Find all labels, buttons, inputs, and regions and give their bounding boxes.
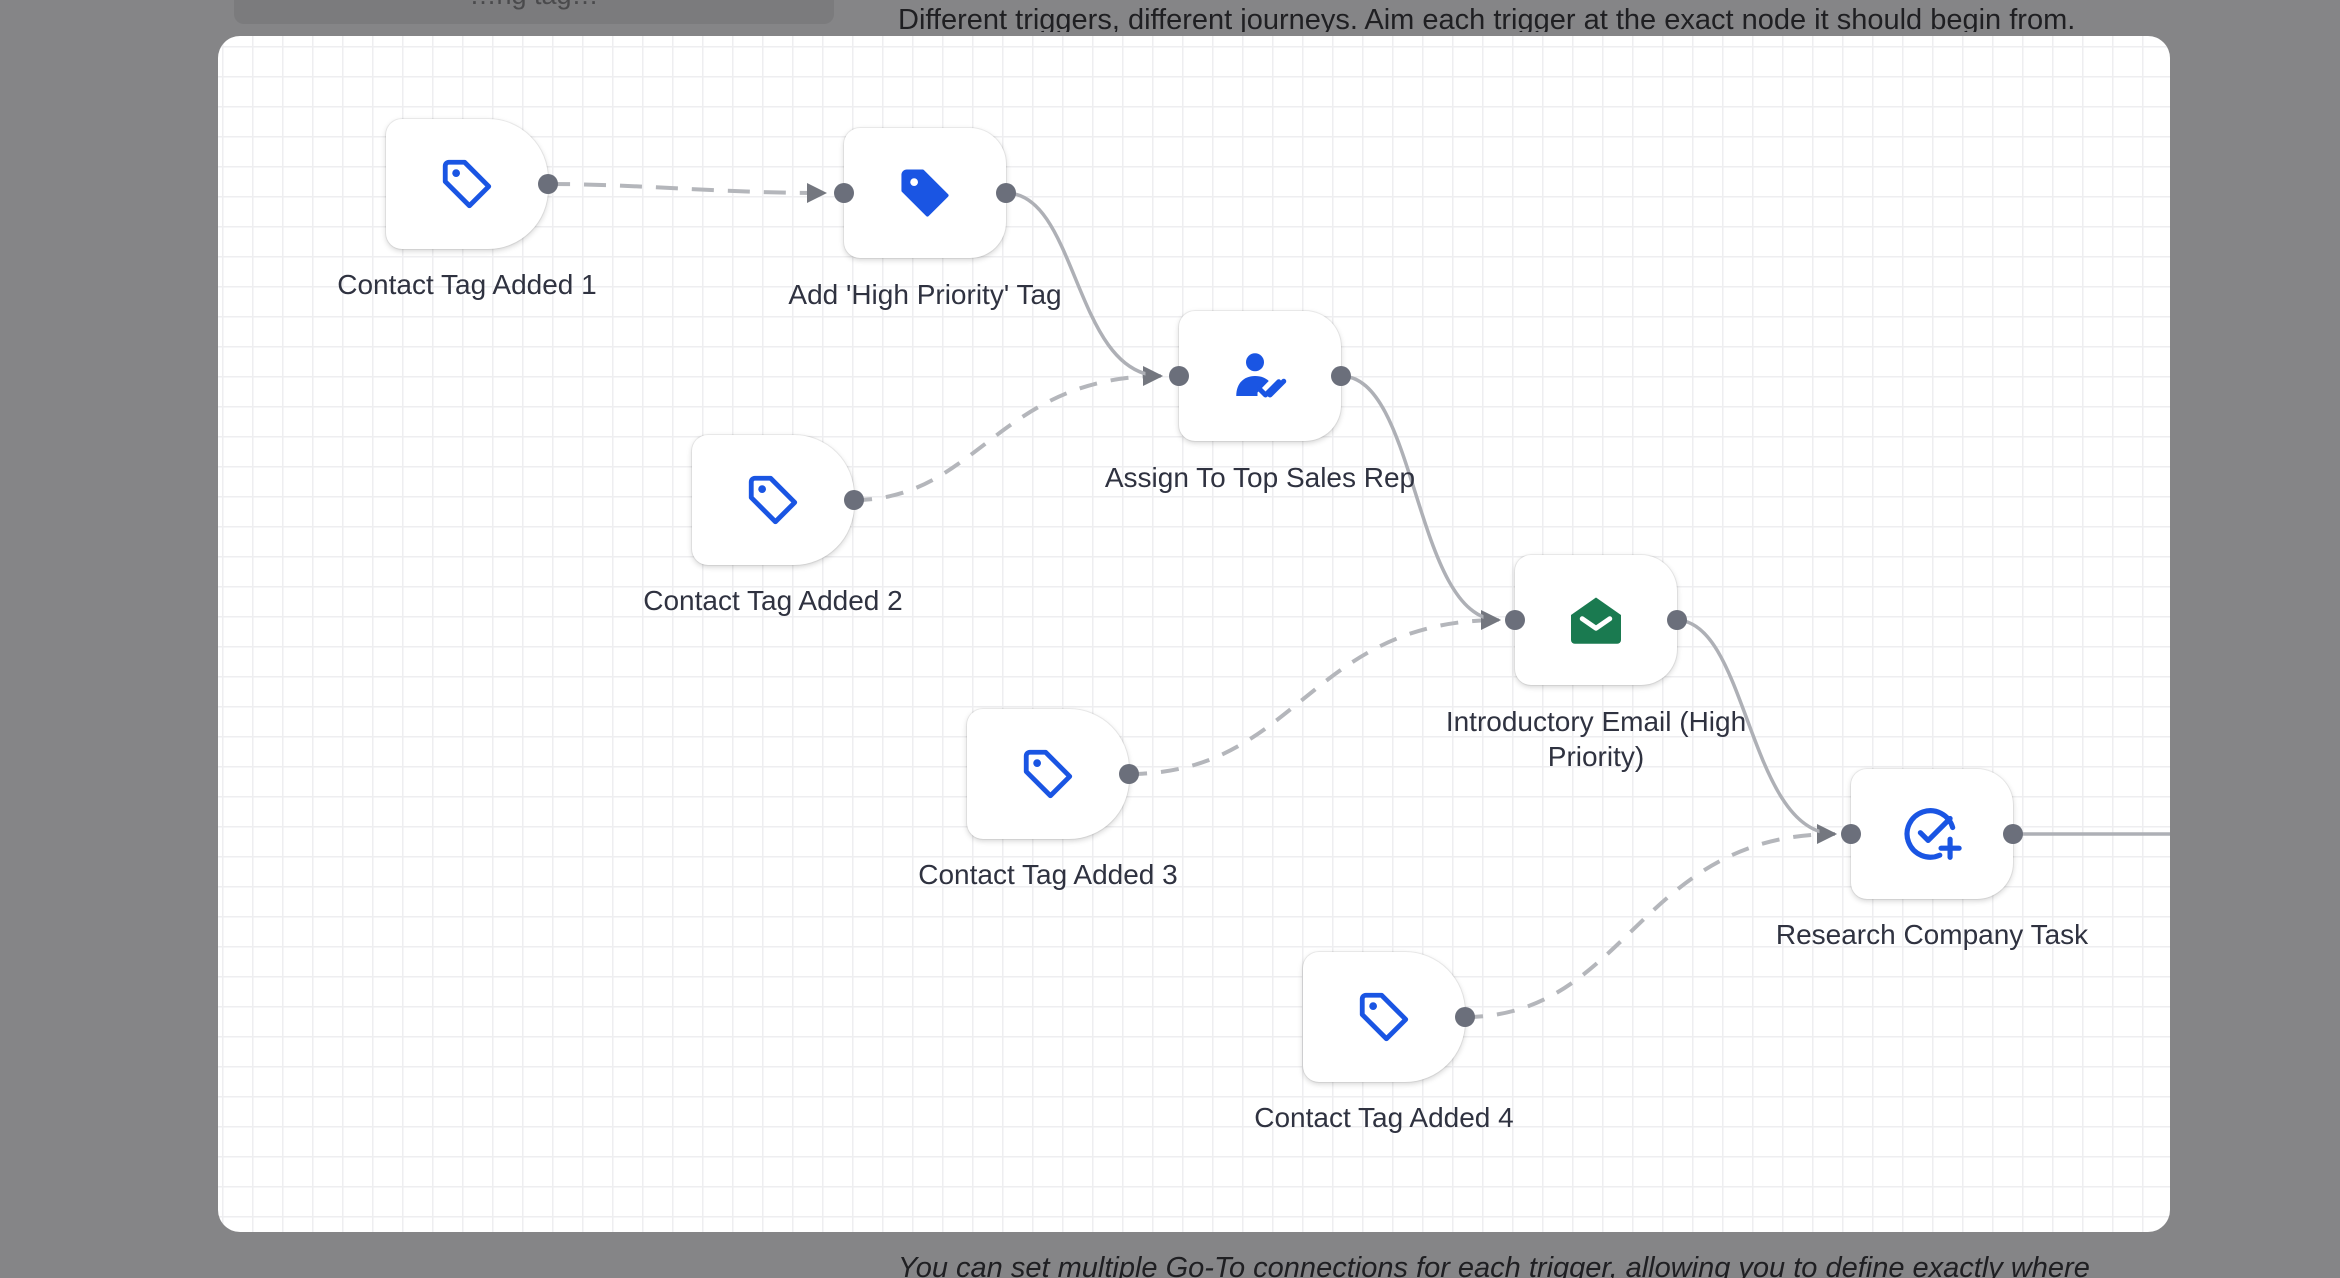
input-port[interactable]	[834, 183, 854, 203]
action-label-add-tag: Add 'High Priority' Tag	[788, 279, 1062, 310]
input-port[interactable]	[1169, 366, 1189, 386]
output-port[interactable]	[1331, 366, 1351, 386]
trigger-label-4: Contact Tag Added 4	[1254, 1102, 1514, 1133]
output-port[interactable]	[844, 490, 864, 510]
background-paragraph-bottom: You can set multiple Go-To connections f…	[898, 1254, 2198, 1278]
output-port[interactable]	[996, 183, 1016, 203]
action-label-task: Research Company Task	[1775, 919, 2089, 950]
trigger-label-1: Contact Tag Added 1	[337, 269, 597, 300]
action-label-email: Introductory Email (High Priority)	[1445, 706, 1747, 772]
trigger-node-1[interactable]	[386, 119, 558, 249]
output-port[interactable]	[1667, 610, 1687, 630]
tag-filled-icon	[894, 162, 956, 224]
tag-outline-icon	[436, 153, 498, 215]
action-node-add-tag[interactable]	[834, 128, 1016, 258]
output-port[interactable]	[1455, 1007, 1475, 1027]
input-port[interactable]	[1505, 610, 1525, 630]
link-trigger4-to-task	[1464, 824, 1837, 1019]
output-port[interactable]	[1119, 764, 1139, 784]
workflow-canvas[interactable]: Contact Tag Added 1 Contact Tag Added 2 …	[218, 36, 2170, 1232]
background-paragraph-top-text: Different triggers, different journeys. …	[898, 4, 2076, 32]
action-node-assign[interactable]	[1169, 311, 1351, 441]
trigger-node-4[interactable]	[1303, 952, 1475, 1082]
background-paragraph-bottom-text: You can set multiple Go-To connections f…	[898, 1254, 2090, 1278]
trigger-label-2: Contact Tag Added 2	[643, 585, 903, 616]
trigger-label-3: Contact Tag Added 3	[918, 859, 1178, 890]
trigger-node-2[interactable]	[692, 435, 864, 565]
trigger-node-3[interactable]	[967, 709, 1139, 839]
background-paragraph-top: Different triggers, different journeys. …	[898, 0, 2198, 32]
link-trigger1-to-add-tag	[547, 182, 827, 203]
output-port[interactable]	[538, 174, 558, 194]
link-assign-to-email	[1340, 374, 1501, 629]
connection-layer	[547, 182, 2170, 1019]
envelope-open-icon	[1565, 589, 1627, 651]
link-trigger2-to-assign	[853, 366, 1163, 502]
tag-outline-icon	[1353, 986, 1415, 1048]
link-email-to-task	[1675, 618, 1837, 843]
user-check-icon	[1229, 345, 1291, 407]
tag-outline-icon	[742, 469, 804, 531]
background-tag-text: …ng tag…	[234, 0, 834, 11]
link-trigger3-to-email	[1128, 610, 1501, 776]
action-node-task[interactable]	[1841, 769, 2023, 899]
action-label-assign: Assign To Top Sales Rep	[1104, 462, 1416, 493]
background-tag-pill: …ng tag…	[234, 0, 834, 24]
output-port[interactable]	[2003, 824, 2023, 844]
task-add-icon	[1901, 803, 1963, 865]
link-add-tag-to-assign	[1005, 191, 1163, 385]
tag-outline-icon	[1017, 743, 1079, 805]
input-port[interactable]	[1841, 824, 1861, 844]
action-node-email[interactable]	[1505, 555, 1687, 685]
